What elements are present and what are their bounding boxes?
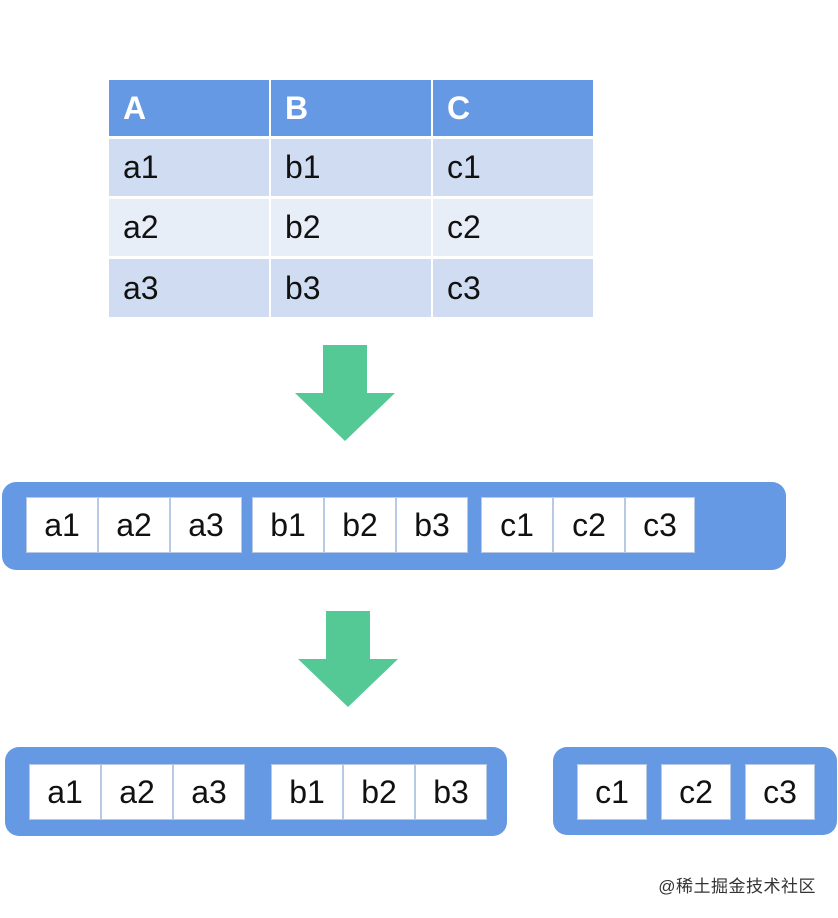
storage-chip: a1 xyxy=(29,764,101,820)
watermark-text: @稀土掘金技术社区 xyxy=(658,877,816,896)
table-header-b: B xyxy=(271,80,431,136)
storage-chip: a2 xyxy=(98,497,170,553)
storage-chip: b2 xyxy=(343,764,415,820)
storage-chip: c1 xyxy=(481,497,553,553)
storage-chip: a3 xyxy=(173,764,245,820)
table-cell: c1 xyxy=(433,139,593,196)
storage-chip: a1 xyxy=(26,497,98,553)
down-arrow-shape xyxy=(298,611,398,707)
table-cell: b3 xyxy=(271,259,431,317)
storage-chip: c3 xyxy=(745,764,815,820)
storage-chip: b2 xyxy=(324,497,396,553)
storage-chip: b3 xyxy=(396,497,468,553)
table-cell: a1 xyxy=(109,139,269,196)
table-cell: b2 xyxy=(271,199,431,256)
table-cell: c2 xyxy=(433,199,593,256)
storage-chip: c2 xyxy=(553,497,625,553)
table-header-c: C xyxy=(433,80,593,136)
storage-chip: c2 xyxy=(661,764,731,820)
storage-chip: b1 xyxy=(252,497,324,553)
storage-chip: c1 xyxy=(577,764,647,820)
table-cell: a3 xyxy=(109,259,269,317)
source-table: A B C a1 b1 c1 a2 b2 c2 a3 b3 c3 xyxy=(109,80,593,317)
down-arrow-shape xyxy=(295,345,395,441)
storage-chip: a2 xyxy=(101,764,173,820)
table-cell: b1 xyxy=(271,139,431,196)
storage-chip: a3 xyxy=(170,497,242,553)
down-arrow-icon xyxy=(295,345,395,441)
table-cell: c3 xyxy=(433,259,593,317)
storage-chip: b3 xyxy=(415,764,487,820)
table-header-a: A xyxy=(109,80,269,136)
table-cell: a2 xyxy=(109,199,269,256)
storage-chip: c3 xyxy=(625,497,695,553)
storage-chip: b1 xyxy=(271,764,343,820)
down-arrow-icon xyxy=(298,611,398,707)
